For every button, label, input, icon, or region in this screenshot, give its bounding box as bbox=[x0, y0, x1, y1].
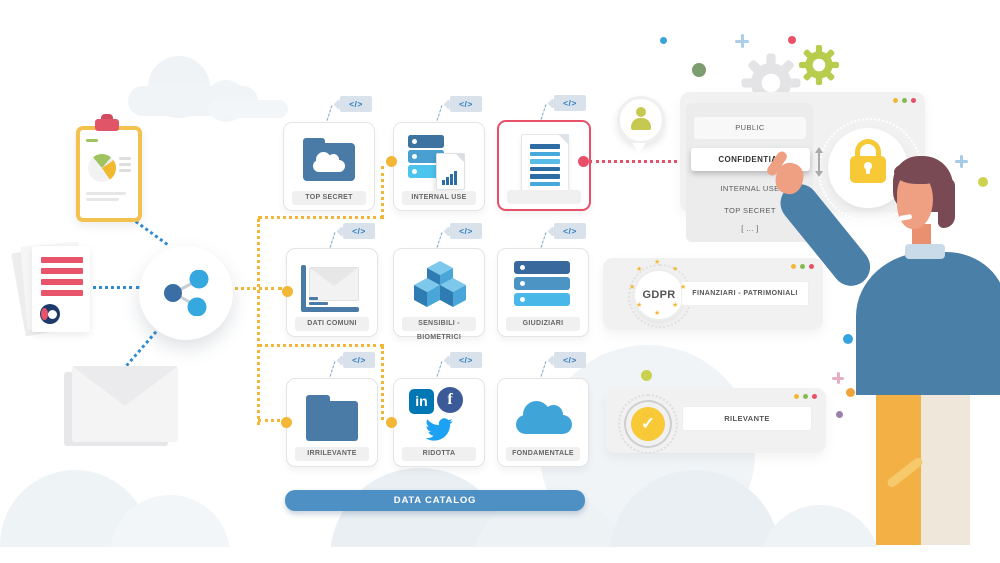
user-pin bbox=[617, 96, 665, 153]
connector-dot-red bbox=[578, 156, 589, 167]
star-icon: ★ bbox=[654, 310, 661, 317]
star-icon: ★ bbox=[672, 302, 679, 309]
star-icon: ★ bbox=[629, 284, 636, 291]
code-tag: </> bbox=[340, 96, 372, 112]
code-tag: </> bbox=[450, 223, 482, 239]
user-icon bbox=[636, 107, 646, 117]
documents-stack bbox=[11, 240, 98, 337]
dotted-stub-internal-use bbox=[381, 166, 384, 218]
decor-dot bbox=[788, 36, 796, 44]
share-icon bbox=[164, 270, 209, 316]
check-dotted-ring bbox=[618, 394, 678, 454]
document-icon bbox=[521, 134, 569, 194]
check-badge: ✓ bbox=[631, 407, 665, 441]
decor-dot bbox=[843, 334, 853, 344]
decor-dot bbox=[836, 411, 843, 418]
connector-dot bbox=[386, 417, 397, 428]
decor-dot bbox=[660, 37, 667, 44]
list-item-top-secret[interactable]: TOP SECRET bbox=[724, 206, 776, 215]
data-catalog-button[interactable]: DATA CATALOG bbox=[285, 490, 585, 511]
clipboard-report bbox=[76, 126, 142, 222]
tile-sensibili-biometrici[interactable]: SENSIBILI - BIOMETRICI bbox=[393, 248, 485, 341]
tile-fondamentale[interactable]: FONDAMENTALE bbox=[497, 378, 589, 467]
list-item-internal-use[interactable]: INTERNAL USE bbox=[720, 184, 780, 193]
data-rows-icon bbox=[408, 135, 444, 148]
code-tag: </> bbox=[343, 352, 375, 368]
star-icon: ★ bbox=[680, 284, 687, 291]
code-tag: </> bbox=[450, 96, 482, 112]
updown-arrow-icon[interactable] bbox=[815, 147, 823, 177]
dotted-branch-row3 bbox=[258, 419, 286, 422]
dotted-stub-ridotta bbox=[381, 346, 384, 420]
code-tag: </> bbox=[343, 223, 375, 239]
code-tag: </> bbox=[554, 223, 586, 239]
sparkle-icon bbox=[735, 34, 749, 48]
chart-page-icon bbox=[436, 153, 465, 190]
tile-ridotta[interactable]: in f RIDOTTA bbox=[393, 378, 485, 467]
sparkle-icon bbox=[832, 372, 844, 384]
window-dots bbox=[794, 394, 817, 399]
tile-internal-use[interactable]: INTERNAL USE bbox=[393, 122, 485, 211]
gdpr-badge: GDPR bbox=[635, 271, 683, 319]
person-torso bbox=[856, 252, 1000, 395]
relevance-value-box: RILEVANTE bbox=[682, 406, 812, 431]
folder-cloud-icon bbox=[303, 138, 355, 181]
connector-dot bbox=[282, 286, 293, 297]
server-stack-icon bbox=[514, 261, 570, 274]
tile-giudiziari[interactable]: GIUDIZIARI bbox=[497, 248, 589, 337]
dotted-trunk bbox=[257, 219, 260, 425]
tile-dati-comuni[interactable]: DATI COMUNI bbox=[286, 248, 378, 337]
dotted-line-doc-classification bbox=[589, 160, 695, 163]
tile-irrilevante[interactable]: IRRILEVANTE bbox=[286, 378, 378, 467]
report-line bbox=[86, 139, 98, 142]
folder-icon bbox=[306, 395, 358, 441]
star-icon: ★ bbox=[654, 259, 661, 266]
list-item-more[interactable]: [ ... ] bbox=[741, 224, 759, 233]
twitter-icon bbox=[425, 418, 453, 441]
gear-icon bbox=[798, 44, 840, 86]
dotted-branch-row1 bbox=[258, 216, 384, 219]
list-item-public[interactable]: PUBLIC bbox=[694, 117, 806, 139]
sparkle-icon bbox=[955, 155, 968, 168]
clipboard-clip bbox=[101, 114, 113, 123]
gdpr-value-box: FINANZIARI - PATRIMONIALI bbox=[681, 281, 809, 306]
tile-label: TOP SECRET bbox=[292, 191, 366, 205]
lock-icon bbox=[855, 139, 881, 162]
cubes-icon bbox=[414, 261, 466, 307]
decor-dot bbox=[692, 63, 706, 77]
bottom-margin bbox=[0, 547, 1000, 563]
code-tag: </> bbox=[450, 352, 482, 368]
star-icon: ★ bbox=[636, 302, 643, 309]
mail-icon bbox=[309, 267, 359, 301]
connector-dot bbox=[386, 156, 397, 167]
pie-chart-icon bbox=[88, 154, 116, 182]
decor-dot bbox=[846, 388, 855, 397]
chart-axis-icon bbox=[301, 265, 306, 311]
tile-top-secret[interactable]: TOP SECRET bbox=[283, 122, 375, 211]
decor-dot bbox=[978, 177, 988, 187]
window-dots bbox=[893, 98, 916, 103]
window-dots bbox=[791, 264, 814, 269]
facebook-icon: f bbox=[437, 387, 463, 413]
clipboard-clip bbox=[95, 119, 119, 131]
dotted-line-docs-hub bbox=[86, 286, 140, 289]
envelope bbox=[72, 366, 178, 442]
dotted-line-hub-grid bbox=[228, 287, 282, 290]
data-share-hub[interactable] bbox=[139, 246, 233, 340]
seal-stamp-icon bbox=[40, 304, 60, 324]
code-tag: </> bbox=[554, 352, 586, 368]
dotted-branch-row2 bbox=[258, 344, 384, 347]
cloud-shape bbox=[208, 100, 288, 118]
linkedin-icon: in bbox=[409, 389, 434, 414]
star-icon: ★ bbox=[636, 266, 643, 273]
connector-dot bbox=[281, 417, 292, 428]
tile-classified-document[interactable] bbox=[497, 120, 591, 211]
star-icon: ★ bbox=[672, 266, 679, 273]
code-tag: </> bbox=[554, 95, 586, 111]
decor-dot bbox=[641, 370, 652, 381]
tag-dash bbox=[326, 105, 333, 121]
cloud-icon bbox=[516, 401, 572, 434]
